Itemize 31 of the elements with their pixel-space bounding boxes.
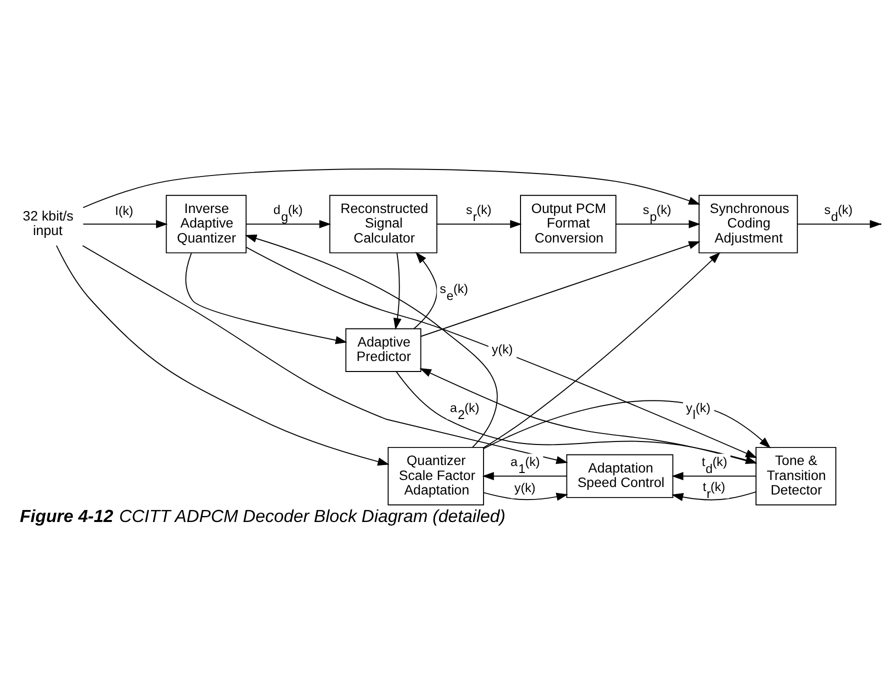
arrow: [393, 252, 402, 330]
arrow: [616, 220, 700, 228]
arrow: [246, 246, 758, 458]
arrow: [82, 220, 168, 228]
arrow: [420, 240, 700, 336]
node-box: Adaptation Speed Control: [566, 454, 674, 498]
arrow: [482, 472, 568, 480]
arrow: [82, 244, 568, 464]
arrow: [244, 234, 498, 448]
node-box: Reconstructed Signal Calculator: [329, 194, 438, 253]
node-box: Tone & Transition Detector: [756, 446, 836, 505]
node-box: Output PCM Format Conversion: [520, 194, 616, 253]
arrow: [436, 220, 522, 228]
arrow: [185, 252, 348, 344]
node-box: Quantizer Scale Factor Adaptation: [388, 446, 484, 505]
node-text: 32 kbit/s input: [22, 208, 74, 238]
node-box: Inverse Adaptive Quantizer: [166, 194, 247, 253]
arrow: [483, 252, 720, 448]
caption: Figure 4-12 CCITT ADPCM Decoder Block Diagram (detailed): [20, 505, 506, 526]
arrow: [246, 220, 331, 228]
edge-label: I(k): [114, 203, 134, 218]
edge-label: y(k): [514, 480, 536, 495]
edge-label: y(k): [492, 342, 513, 356]
arrow: [82, 168, 700, 208]
arrow: [483, 492, 568, 500]
arrow: [413, 251, 438, 329]
arrow: [672, 490, 756, 501]
node-box: Synchronous Coding Adjustment: [698, 194, 798, 253]
node-box: Adaptive Predictor: [345, 328, 422, 372]
arrow: [672, 472, 756, 480]
arrow: [56, 244, 390, 466]
